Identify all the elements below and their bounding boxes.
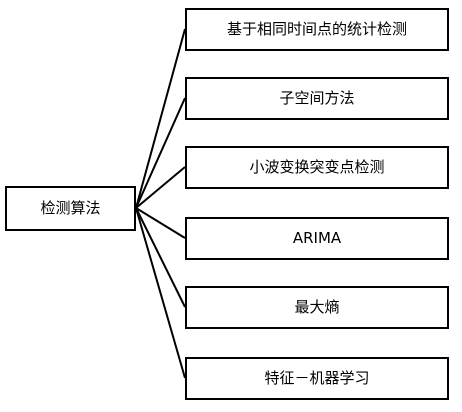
- root-node-detection-algorithm: 检测算法: [5, 186, 136, 231]
- child-node-wavelet-change-point: 小波变换突变点检测: [185, 146, 449, 189]
- child-node-label: 子空间方法: [279, 89, 355, 107]
- child-node-label: 小波变换突变点检测: [249, 158, 385, 176]
- child-node-label: ARIMA: [292, 229, 342, 247]
- child-node-statistical-detection: 基于相同时间点的统计检测: [185, 8, 449, 51]
- child-node-feature-machine-learning: 特征－机器学习: [185, 357, 449, 400]
- child-node-max-entropy: 最大熵: [185, 286, 449, 329]
- child-node-arima: ARIMA: [185, 217, 449, 260]
- connector-to-subspace-method: [135, 97, 186, 209]
- child-node-label: 最大熵: [294, 298, 340, 316]
- connector-to-statistical-detection: [135, 28, 186, 209]
- connector-to-arima: [135, 207, 186, 239]
- child-node-label: 特征－机器学习: [264, 369, 370, 387]
- connector-to-feature-ml: [135, 207, 186, 379]
- child-node-subspace-method: 子空间方法: [185, 77, 449, 120]
- connector-to-max-entropy: [135, 207, 186, 308]
- child-node-label: 基于相同时间点的统计检测: [226, 20, 407, 38]
- root-node-label: 检测算法: [40, 199, 101, 217]
- connector-to-wavelet-change-point: [135, 166, 186, 209]
